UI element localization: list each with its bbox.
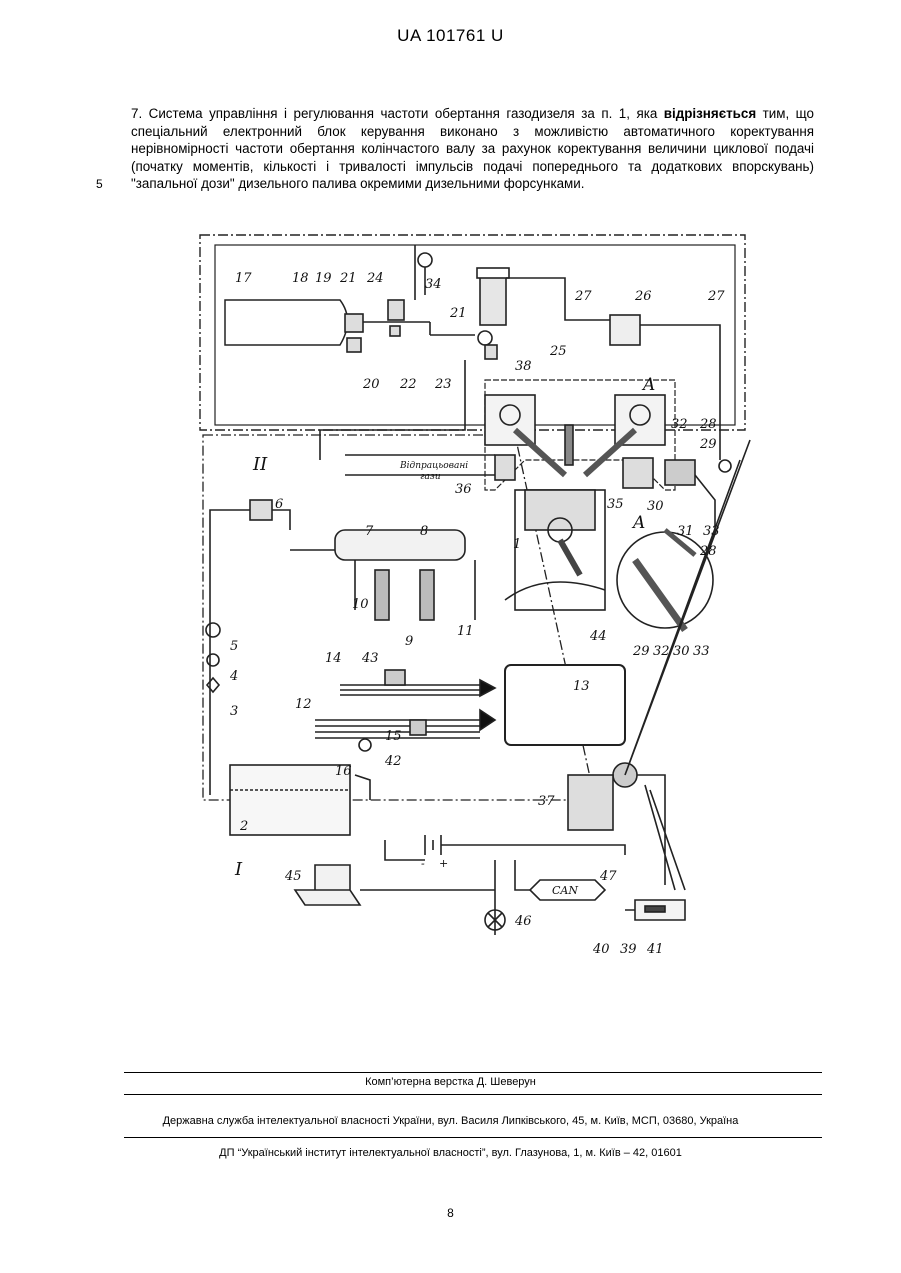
label-28b: 28 <box>699 544 717 559</box>
claim-bold-keyword: відрізняється <box>664 106 756 121</box>
label-9: 9 <box>405 634 413 649</box>
line-number-marker: 5 <box>96 177 103 191</box>
label-41: 41 <box>646 942 664 955</box>
label-3: 3 <box>230 704 238 719</box>
label-12: 12 <box>295 697 312 712</box>
battery-minus: - <box>421 857 425 870</box>
patent-number-header: UA 101761 U <box>0 26 901 46</box>
label-26: 26 <box>634 289 652 304</box>
label-32: 32 <box>671 417 688 432</box>
can-label: CAN <box>552 884 578 897</box>
label-13: 13 <box>573 679 590 694</box>
label-47: 47 <box>599 869 617 884</box>
label-27b: 27 <box>707 289 725 304</box>
label-39: 39 <box>620 942 637 955</box>
label-8: 8 <box>420 524 428 539</box>
label-roman-2: II <box>252 454 268 475</box>
label-14: 14 <box>325 651 342 666</box>
label-35: 35 <box>607 497 624 512</box>
label-23: 23 <box>434 377 452 392</box>
label-37: 37 <box>538 794 555 809</box>
label-21b: 21 <box>449 306 467 321</box>
label-29: 29 <box>699 437 717 452</box>
label-31: 31 <box>677 524 694 539</box>
label-27: 27 <box>574 289 592 304</box>
typesetting-credit: Комп’ютерна верстка Д. Шеверун <box>0 1076 901 1088</box>
label-33: 33 <box>703 524 720 539</box>
label-21: 21 <box>339 271 357 286</box>
label-15: 15 <box>385 729 402 744</box>
label-42: 42 <box>384 754 402 769</box>
exhaust-label-1: Відпрацьовані <box>399 461 468 471</box>
label-43: 43 <box>361 651 379 666</box>
label-2: 2 <box>239 819 248 834</box>
label-7: 7 <box>365 524 374 539</box>
battery-plus: + <box>439 857 448 870</box>
claim-7-paragraph: 7. Система управління і регулювання част… <box>131 105 814 193</box>
label-28: 28 <box>699 417 717 432</box>
institute-address: ДП “Український інститут інтелектуальної… <box>0 1147 901 1159</box>
label-5: 5 <box>230 639 238 654</box>
label-A: A <box>641 375 655 395</box>
label-24: 24 <box>366 271 384 286</box>
label-44: 44 <box>589 629 607 644</box>
label-4: 4 <box>229 669 238 684</box>
exhaust-label-2: гази <box>420 472 441 482</box>
label-20: 20 <box>362 377 380 392</box>
page-number: 8 <box>0 1206 901 1220</box>
label-19: 19 <box>315 271 332 286</box>
label-33b: 33 <box>693 644 710 659</box>
label-34: 34 <box>425 277 442 292</box>
label-36: 36 <box>455 482 472 497</box>
label-10: 10 <box>352 597 369 612</box>
label-40: 40 <box>592 942 610 955</box>
label-25: 25 <box>549 344 567 359</box>
label-11: 11 <box>457 624 474 639</box>
label-roman-1: I <box>234 859 243 880</box>
label-1: 1 <box>513 537 521 552</box>
label-46: 46 <box>514 914 532 929</box>
label-16: 16 <box>335 764 352 779</box>
label-22: 22 <box>399 377 417 392</box>
label-6: 6 <box>275 497 283 512</box>
footer-rule-bottom <box>124 1137 822 1138</box>
label-38: 38 <box>515 359 532 374</box>
label-17: 17 <box>235 271 252 286</box>
label-30: 30 <box>647 499 664 514</box>
label-30b: 30 <box>673 644 690 659</box>
label-A-detail: A <box>631 513 645 533</box>
footer-rule-middle <box>124 1094 822 1095</box>
label-45: 45 <box>284 869 302 884</box>
agency-address: Державна служба інтелектуальної власност… <box>0 1115 901 1127</box>
label-29b: 29 <box>632 644 650 659</box>
gas-diesel-system-diagram: 1 2 3 4 5 6 7 8 9 10 11 12 13 14 15 16 1… <box>195 230 755 955</box>
label-32b: 32 <box>653 644 670 659</box>
label-18: 18 <box>292 271 309 286</box>
footer-rule-top <box>124 1072 822 1073</box>
claim-lead-text: 7. Система управління і регулювання част… <box>131 106 664 121</box>
